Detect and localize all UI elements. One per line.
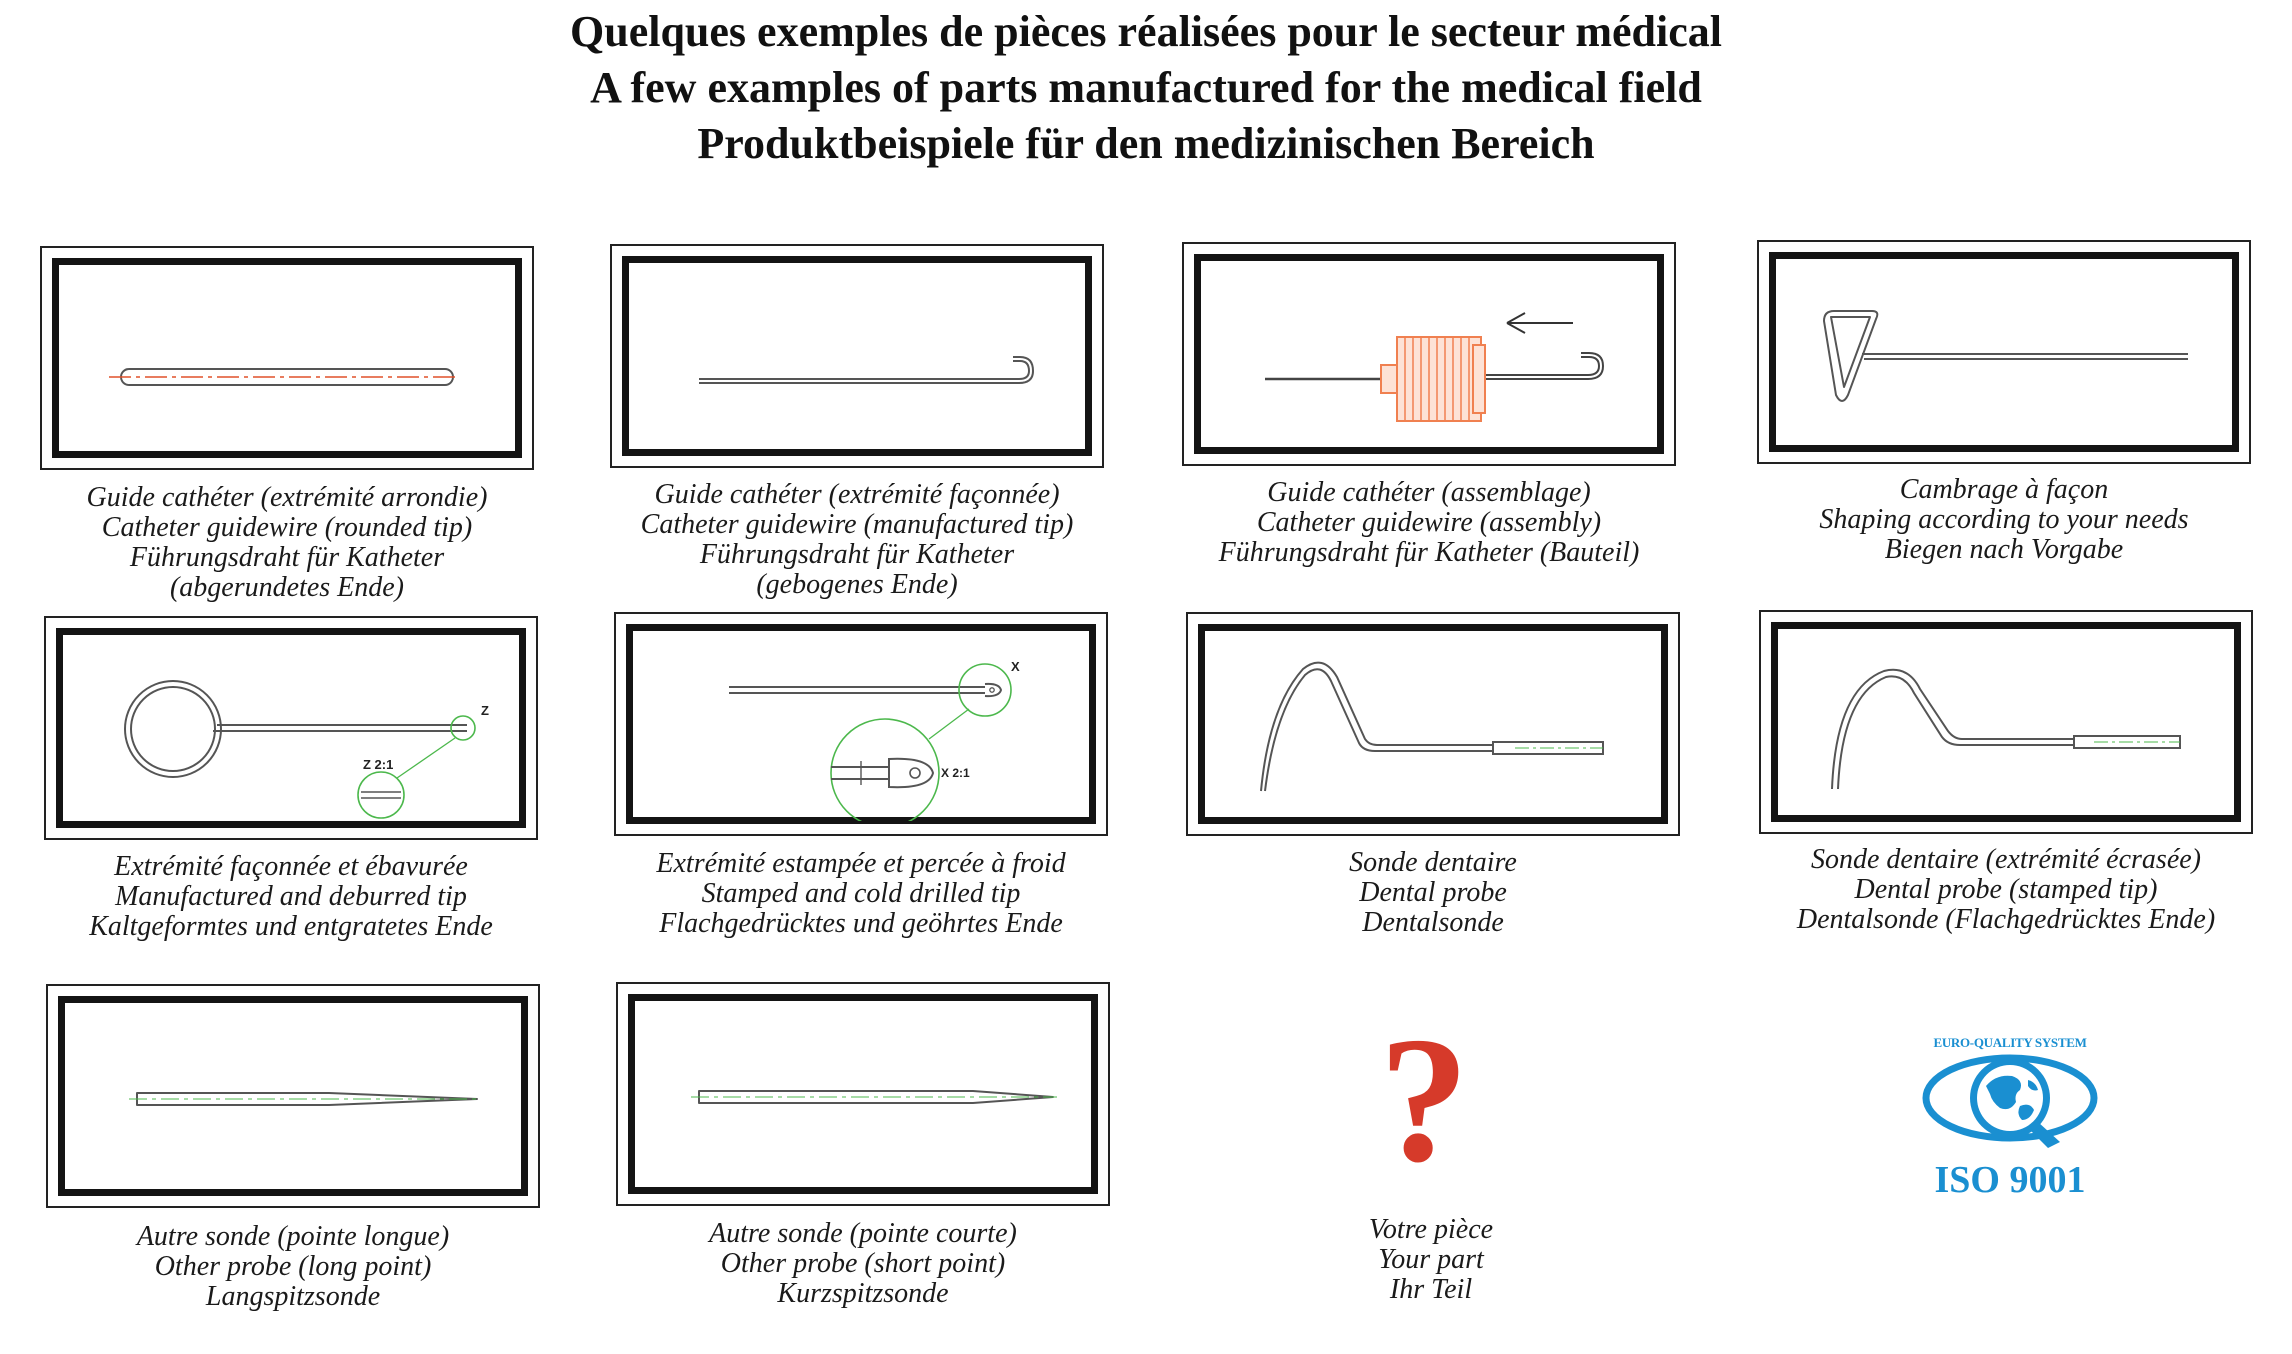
part-frame-custom-shaping: [1757, 240, 2251, 464]
caption-assembly-guidewire: Guide cathéter (assemblage)Catheter guid…: [1218, 477, 1640, 568]
part-frame-stamped-drilled-tip: X X 2:1: [614, 612, 1108, 836]
question-mark-icon: ?: [1379, 1000, 1469, 1199]
part-frame-long-point-probe: [46, 984, 540, 1208]
caption-rounded-tip-guidewire: Guide cathéter (extrémité arrondie)Cathe…: [86, 482, 488, 603]
caption-stamped-dental-probe: Sonde dentaire (extrémité écrasée)Dental…: [1796, 844, 2216, 935]
part-frame-rounded-tip-guidewire: [40, 246, 534, 470]
caption-manufactured-tip-guidewire: Guide cathéter (extrémité façonnée)Cathe…: [640, 479, 1074, 600]
short-point-probe-drawing: [691, 1090, 1057, 1104]
globe-q-icon: [1922, 1054, 2098, 1148]
svg-text:X 2:1: X 2:1: [941, 766, 970, 780]
iso-9001-label: ISO 9001: [1934, 1159, 2086, 1201]
svg-text:Z: Z: [481, 703, 489, 718]
svg-text:Z 2:1: Z 2:1: [363, 757, 393, 772]
rounded-tip-guidewire-drawing: [109, 368, 459, 386]
assembly-guidewire-drawing: [1265, 312, 1605, 422]
manufactured-tip-guidewire-drawing: [699, 356, 1035, 384]
part-frame-dental-probe: [1186, 612, 1680, 836]
custom-shaping-drawing: [1822, 310, 2188, 402]
title-german: Produktbeispiele für den medizinischen B…: [697, 119, 1595, 168]
part-frame-assembly-guidewire: [1182, 242, 1676, 466]
part-frame-short-point-probe: [616, 982, 1110, 1206]
stamped-dental-probe-drawing: [1831, 668, 2181, 790]
part-frame-deburred-tip: Z Z 2:1: [44, 616, 538, 840]
long-point-probe-drawing: [129, 1092, 481, 1106]
deburred-tip-drawing: Z Z 2:1: [124, 680, 489, 819]
title-french: Quelques exemples de pièces réalisées po…: [570, 7, 1722, 56]
part-frame-stamped-dental-probe: [1759, 610, 2253, 834]
title-english: A few examples of parts manufactured for…: [590, 63, 1702, 112]
part-frame-manufactured-tip-guidewire: [610, 244, 1104, 468]
page-header: Quelques exemples de pièces réalisées po…: [0, 4, 2292, 172]
caption-long-point-probe: Autre sonde (pointe longue)Other probe (…: [136, 1221, 450, 1312]
svg-text:X: X: [1011, 659, 1020, 674]
iso-system-label: EURO-QUALITY SYSTEM: [1933, 1035, 2087, 1050]
caption-short-point-probe: Autre sonde (pointe courte)Other probe (…: [709, 1218, 1017, 1309]
dental-probe-drawing: [1260, 661, 1604, 792]
stamped-drilled-tip-drawing: X X 2:1: [729, 659, 1020, 821]
